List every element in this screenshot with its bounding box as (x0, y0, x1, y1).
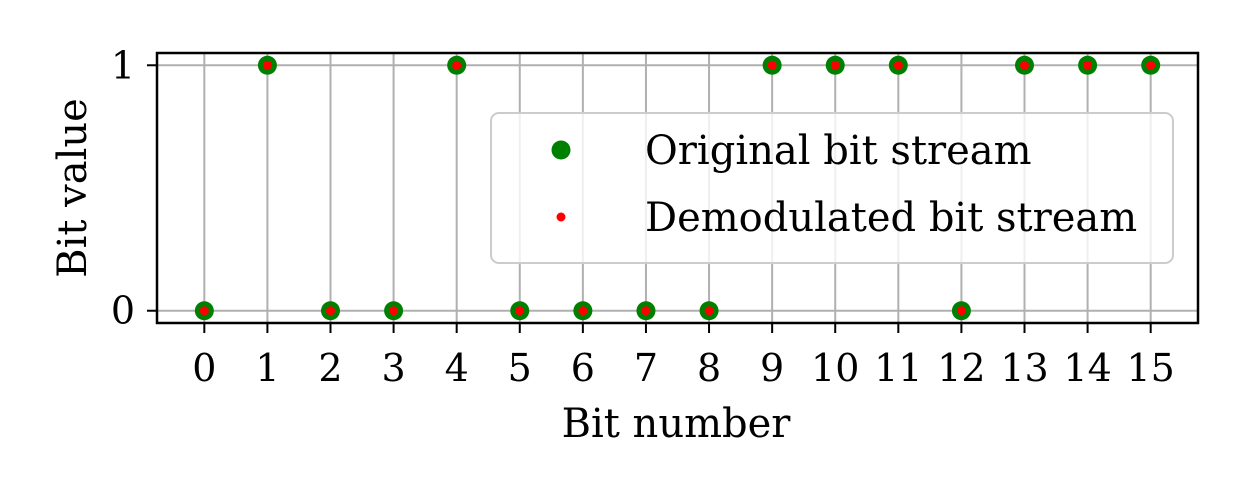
legend-box (490, 112, 1174, 264)
demodulated-bit-point (893, 60, 903, 70)
demodulated-bit-point (1020, 60, 1029, 70)
series-demodulated (199, 60, 1156, 316)
x-tick-label: 6 (571, 346, 595, 390)
x-tick-label: 2 (318, 346, 342, 390)
x-tick-label: 10 (811, 346, 859, 390)
x-tick-label: 0 (192, 346, 216, 390)
legend: Original bit stream Demodulated bit stre… (490, 112, 1174, 264)
demodulated-bit-point (389, 306, 399, 316)
x-tick-label: 13 (1000, 346, 1048, 390)
x-tick-label: 15 (1127, 346, 1175, 390)
x-tick-label: 1 (255, 346, 279, 390)
x-tick-label: 5 (508, 346, 532, 390)
legend-marker-demodulated (556, 212, 566, 222)
legend-label-demodulated: Demodulated bit stream (645, 195, 1137, 241)
x-tick-label: 9 (760, 346, 784, 390)
demodulated-bit-point (199, 306, 209, 316)
demodulated-bit-point (767, 60, 777, 70)
demodulated-bit-point (1146, 60, 1156, 70)
y-tick-label: 1 (111, 43, 135, 87)
demodulated-bit-point (830, 60, 840, 70)
demodulated-bit-point (515, 306, 525, 316)
plot-frame (155, 51, 1200, 325)
x-tick-label: 12 (937, 346, 985, 390)
x-tick-label: 3 (381, 346, 405, 390)
x-axis-label: Bit number (562, 401, 792, 447)
demodulated-bit-point (578, 306, 588, 316)
demodulated-bit-point (641, 306, 651, 316)
series-layer (194, 55, 1161, 321)
y-axis-label: Bit value (50, 98, 96, 278)
legend-label-original: Original bit stream (645, 128, 1032, 174)
demodulated-bit-point (326, 306, 335, 316)
x-tick-label: 4 (445, 346, 469, 390)
x-tick-label: 11 (874, 346, 922, 390)
demodulated-bit-point (452, 60, 462, 70)
legend-marker-original (551, 140, 571, 160)
demodulated-bit-point (262, 60, 272, 70)
demodulated-bit-point (704, 306, 714, 316)
y-tick-label: 0 (111, 289, 135, 333)
x-tick-label: 8 (697, 346, 721, 390)
x-tick-label: 14 (1063, 346, 1111, 390)
demodulated-bit-point (956, 306, 966, 316)
demodulated-bit-point (1083, 60, 1093, 70)
x-tick-label: 7 (634, 346, 658, 390)
